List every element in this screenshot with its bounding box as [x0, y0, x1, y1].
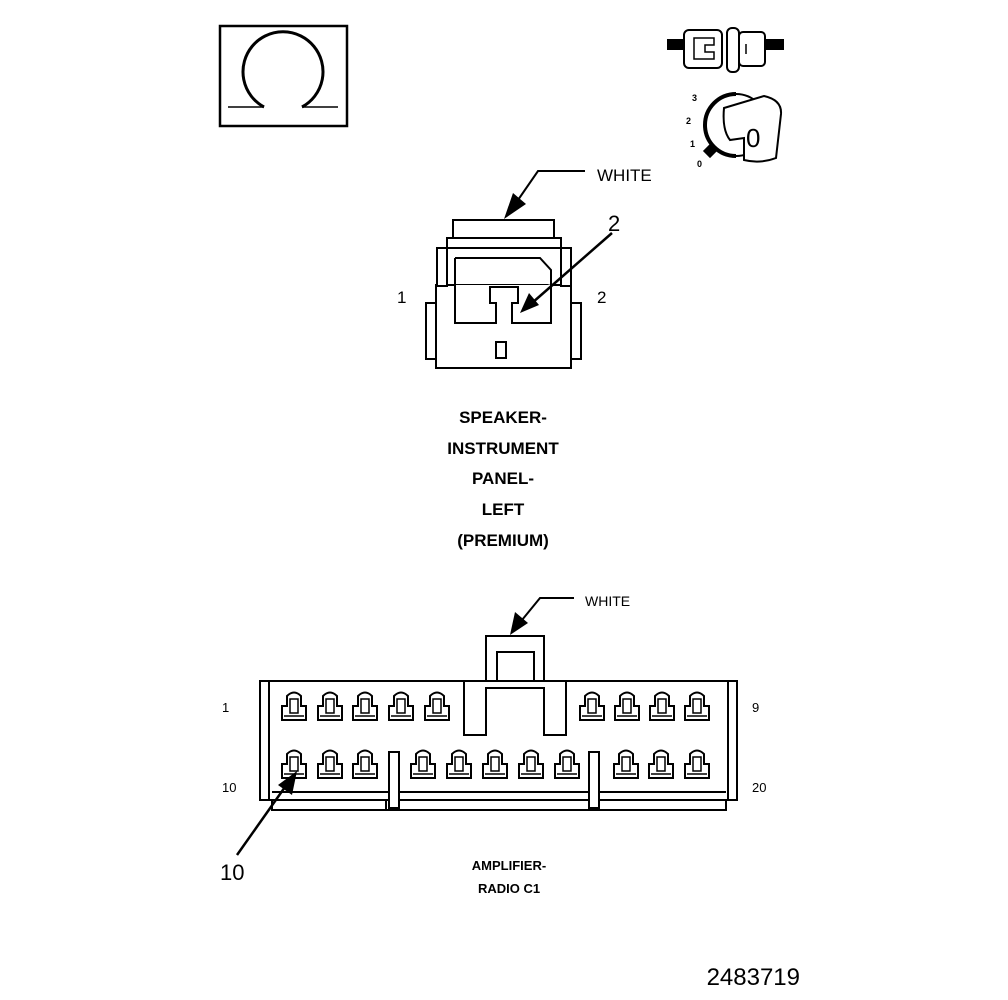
- terminal-cavity-bottom-10: [648, 749, 674, 779]
- speaker-pin-callout-leader: [531, 232, 613, 304]
- terminal-cavity-top-4: [388, 691, 414, 721]
- terminal-cavity-bottom-6: [482, 749, 508, 779]
- speaker-title-line-5: (PREMIUM): [457, 531, 549, 550]
- terminal-cavity-top-6: [579, 691, 605, 721]
- amplifier-pin-callout-arrowhead: [278, 771, 297, 795]
- amplifier-title-line-1: AMPLIFIER-: [472, 858, 546, 873]
- amplifier-connector: WHITE 10 1 9 10 20 AMPLIFIER-: [220, 593, 766, 896]
- speaker-color-callout-leader: [517, 170, 585, 201]
- ignition-position-1: 1: [690, 139, 695, 149]
- terminal-cavity-bottom-9: [613, 749, 639, 779]
- amplifier-pin-9-label: 9: [752, 700, 759, 715]
- speaker-connector-title: SPEAKER- INSTRUMENT PANEL- LEFT (PREMIUM…: [447, 408, 559, 550]
- terminal-cavity-top-2: [317, 691, 343, 721]
- speaker-connector: WHITE 2 1 2 SPEAKER- INSTRUMENT PANEL- L…: [397, 166, 652, 550]
- terminal-cavity-bottom-8: [554, 749, 580, 779]
- terminal-cavities: [281, 691, 710, 779]
- speaker-pin-callout-number: 2: [608, 211, 620, 236]
- ignition-key-off-icon: 0 3 2 1 0: [686, 92, 783, 169]
- terminal-cavity-bottom-2: [317, 749, 343, 779]
- terminal-cavity-top-1: [281, 691, 307, 721]
- amplifier-title-line-2: RADIO C1: [478, 881, 540, 896]
- speaker-pin-1-label: 1: [397, 288, 406, 307]
- amplifier-color-label: WHITE: [585, 593, 630, 609]
- speaker-title-line-1: SPEAKER-: [459, 408, 547, 427]
- unplugged-connector-icon: [667, 27, 784, 73]
- ignition-position-0: 0: [697, 159, 702, 169]
- terminal-cavity-top-7: [614, 691, 640, 721]
- figure-number: 2483719: [707, 964, 800, 991]
- amplifier-pin-1-label: 1: [222, 700, 229, 715]
- speaker-connector-body: [425, 219, 582, 369]
- terminal-cavity-top-8: [649, 691, 675, 721]
- amplifier-connector-title: AMPLIFIER- RADIO C1: [472, 858, 546, 896]
- speaker-title-line-3: PANEL-: [472, 469, 534, 488]
- speaker-title-line-2: INSTRUMENT: [447, 439, 559, 458]
- amplifier-pin-20-label: 20: [752, 780, 766, 795]
- amplifier-color-callout-leader: [521, 597, 574, 621]
- terminal-cavity-top-5: [424, 691, 450, 721]
- ignition-position-2: 2: [686, 116, 691, 126]
- terminal-cavity-bottom-7: [518, 749, 544, 779]
- speaker-title-line-4: LEFT: [482, 500, 525, 519]
- ohm-symbol-icon: [218, 24, 349, 128]
- speaker-color-callout-arrowhead: [504, 193, 526, 219]
- ignition-key-label: 0: [746, 123, 760, 153]
- terminal-cavity-bottom-4: [410, 749, 436, 779]
- ignition-position-3: 3: [692, 93, 697, 103]
- terminal-cavity-top-9: [684, 691, 710, 721]
- amplifier-color-callout-arrowhead: [510, 612, 528, 635]
- speaker-pin-callout-arrowhead: [520, 293, 539, 313]
- amplifier-connector-body: [259, 635, 738, 811]
- amplifier-pin-callout-number: 10: [220, 860, 244, 885]
- amplifier-pin-10-label: 10: [222, 780, 236, 795]
- terminal-cavity-top-3: [352, 691, 378, 721]
- speaker-pin-2-label: 2: [597, 288, 606, 307]
- terminal-cavity-bottom-11: [684, 749, 710, 779]
- terminal-cavity-bottom-3: [352, 749, 378, 779]
- speaker-color-label: WHITE: [597, 166, 652, 185]
- terminal-cavity-bottom-5: [446, 749, 472, 779]
- amplifier-pin-callout-leader: [235, 786, 287, 856]
